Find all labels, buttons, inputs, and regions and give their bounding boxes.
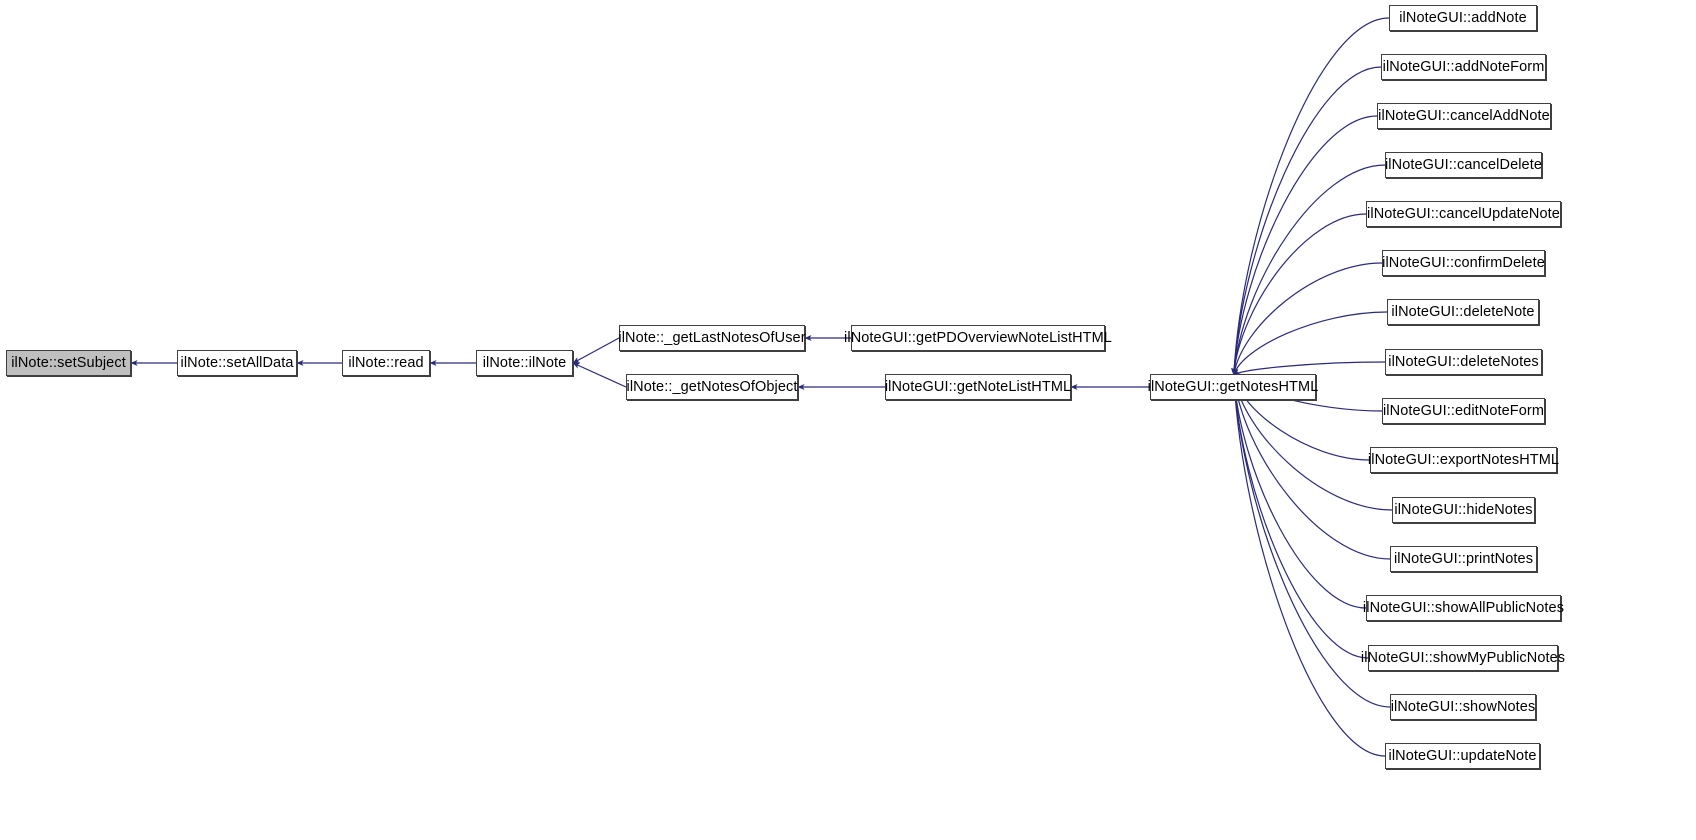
graph-edge-ilnotegui-showmypublicnotes-to-ilnotegui-getnoteshtml [1230,374,1369,659]
graph-node-ilnotegui-confirmdelete[interactable]: ilNoteGUI::confirmDelete [1382,250,1545,276]
graph-node-label: ilNote::ilNote [482,354,567,371]
graph-node-ilnote-read[interactable]: ilNote::read [342,350,430,376]
graph-node-label: ilNoteGUI::showNotes [1390,698,1536,715]
graph-node-label: ilNoteGUI::exportNotesHTML [1367,451,1560,468]
graph-node-label: ilNoteGUI::cancelAddNote [1378,107,1550,124]
graph-node-ilnotegui-deletenote[interactable]: ilNoteGUI::deleteNote [1387,299,1539,325]
graph-node-label: ilNoteGUI::editNoteForm [1382,402,1545,419]
graph-node-label: ilNote::_getNotesOfObject [626,378,798,395]
graph-node-ilnote-getlastnotesofuser[interactable]: ilNote::_getLastNotesOfUser [618,325,806,351]
graph-node-ilnotegui-getpdoverviewnotelisthtml[interactable]: ilNoteGUI::getPDOverviewNoteListHTML [844,325,1112,351]
graph-edge-ilnotegui-showallpublicnotes-to-ilnotegui-getnoteshtml [1230,374,1367,609]
graph-node-ilnote-setalldata[interactable]: ilNote::setAllData [177,350,297,376]
graph-edge-ilnotegui-deletenote-to-ilnotegui-getnoteshtml [1232,311,1388,376]
graph-node-ilnote-setsubject[interactable]: ilNote::setSubject [6,350,131,376]
graph-node-ilnotegui-updatenote[interactable]: ilNoteGUI::updateNote [1385,743,1540,769]
graph-node-label: ilNoteGUI::showAllPublicNotes [1362,599,1565,616]
graph-node-ilnotegui-addnote[interactable]: ilNoteGUI::addNote [1389,5,1537,31]
graph-node-label: ilNoteGUI::deleteNotes [1388,353,1539,370]
graph-node-ilnotegui-deletenotes[interactable]: ilNoteGUI::deleteNotes [1385,349,1542,375]
graph-edge-ilnotegui-canceldelete-to-ilnotegui-getnoteshtml [1231,164,1386,376]
graph-edge-ilnotegui-cancelupdatenote-to-ilnotegui-getnoteshtml [1231,213,1367,376]
graph-node-label: ilNote::read [348,354,424,371]
graph-edge-ilnotegui-updatenote-to-ilnotegui-getnoteshtml [1231,374,1386,757]
graph-node-ilnotegui-getnotelisthtml[interactable]: ilNoteGUI::getNoteListHTML [885,374,1071,400]
graph-node-label: ilNoteGUI::getNotesHTML [1147,378,1319,395]
graph-node-label: ilNoteGUI::addNote [1399,9,1527,26]
graph-node-ilnote-getnotesofobject[interactable]: ilNote::_getNotesOfObject [626,374,798,400]
graph-node-label: ilNoteGUI::hideNotes [1394,501,1533,518]
graph-node-ilnotegui-shownotes[interactable]: ilNoteGUI::showNotes [1390,694,1536,720]
graph-node-label: ilNoteGUI::getNoteListHTML [884,378,1072,395]
graph-node-label: ilNoteGUI::updateNote [1388,747,1537,764]
graph-node-ilnotegui-printnotes[interactable]: ilNoteGUI::printNotes [1390,546,1537,572]
graph-node-ilnotegui-showallpublicnotes[interactable]: ilNoteGUI::showAllPublicNotes [1363,595,1564,621]
graph-node-label: ilNoteGUI::printNotes [1393,550,1534,567]
graph-node-label: ilNoteGUI::confirmDelete [1382,254,1545,271]
graph-node-ilnotegui-canceldelete[interactable]: ilNoteGUI::cancelDelete [1385,152,1542,178]
graph-edge-ilnotegui-addnote-to-ilnotegui-getnoteshtml [1231,17,1390,376]
graph-edge-ilnotegui-addnoteform-to-ilnotegui-getnoteshtml [1231,66,1382,376]
graph-node-ilnotegui-cancelupdatenote[interactable]: ilNoteGUI::cancelUpdateNote [1366,201,1561,227]
graph-node-ilnotegui-exportnoteshtml[interactable]: ilNoteGUI::exportNotesHTML [1368,447,1559,473]
graph-node-ilnotegui-addnoteform[interactable]: ilNoteGUI::addNoteForm [1381,54,1546,80]
graph-node-label: ilNoteGUI::cancelUpdateNote [1367,205,1560,222]
graph-node-label: ilNoteGUI::deleteNote [1391,303,1535,320]
graph-edge-ilnote-getnotesofobject-to-ilnote-ilnote [572,362,627,388]
graph-node-ilnotegui-canceladdnote[interactable]: ilNoteGUI::cancelAddNote [1377,103,1551,129]
graph-node-label: ilNote::_getLastNotesOfUser [618,329,806,346]
graph-node-label: ilNoteGUI::addNoteForm [1382,58,1545,75]
graph-node-ilnotegui-getnoteshtml[interactable]: ilNoteGUI::getNotesHTML [1148,374,1318,400]
graph-node-ilnotegui-hidenotes[interactable]: ilNoteGUI::hideNotes [1392,497,1535,523]
graph-node-ilnote-ilnote[interactable]: ilNote::ilNote [476,350,573,376]
graph-node-ilnotegui-showmypublicnotes[interactable]: ilNoteGUI::showMyPublicNotes [1361,645,1565,671]
graph-node-label: ilNote::setSubject [11,354,126,371]
graph-node-label: ilNoteGUI::getPDOverviewNoteListHTML [844,329,1112,346]
graph-node-label: ilNoteGUI::cancelDelete [1384,156,1543,173]
graph-edge-ilnotegui-canceladdnote-to-ilnotegui-getnoteshtml [1231,115,1378,376]
graph-node-label: ilNote::setAllData [180,354,294,371]
graph-node-ilnotegui-editnoteform[interactable]: ilNoteGUI::editNoteForm [1382,398,1545,424]
graph-node-label: ilNoteGUI::showMyPublicNotes [1360,649,1566,666]
graph-edge-ilnotegui-confirmdelete-to-ilnotegui-getnoteshtml [1231,262,1383,376]
